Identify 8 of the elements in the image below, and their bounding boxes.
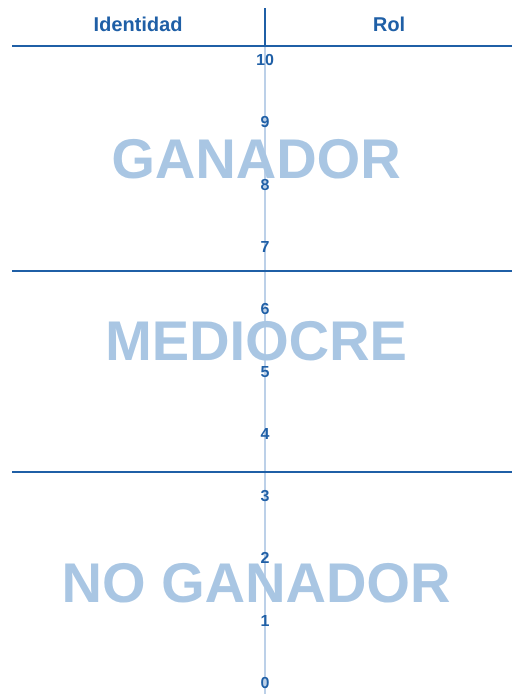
scale-number: 0	[260, 674, 270, 694]
scale-number: 10	[256, 51, 274, 71]
column-header: Identidad	[94, 13, 182, 38]
scale-number: 3	[260, 487, 270, 508]
column-header: Rol	[372, 13, 406, 38]
scale-number: 7	[260, 238, 270, 258]
scale-number: 4	[260, 424, 270, 445]
scale-number: 1	[260, 612, 270, 632]
